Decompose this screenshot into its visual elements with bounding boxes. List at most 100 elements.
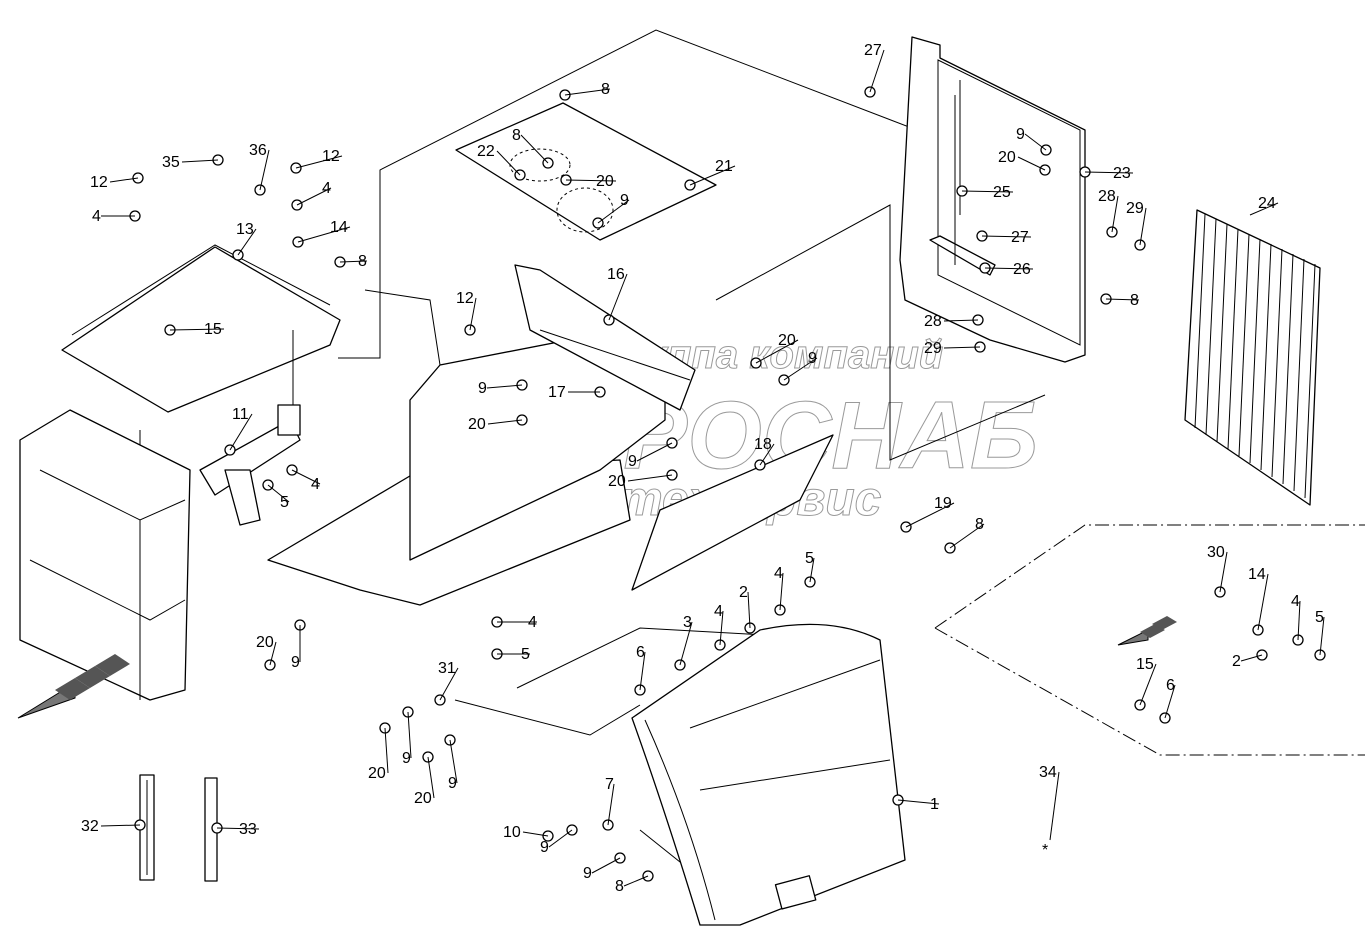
callout-15: 15 [204,321,222,338]
direction-arrow-icon-detail [1117,616,1177,646]
callout-36: 36 [249,142,267,159]
callout-9: 9 [448,775,457,792]
leader-line [564,88,611,96]
leader-line [755,339,799,364]
leader-line [961,190,1014,193]
callout-4: 4 [322,180,331,197]
callout-34: 34 [1039,764,1057,781]
leader-line [759,443,775,466]
leader-line [1049,771,1060,841]
callout-3: 3 [683,614,692,631]
leader-line [384,727,389,774]
leader-line [487,419,523,425]
callout-20: 20 [256,634,274,651]
callout-5: 5 [805,550,814,567]
seal-strip-32 [139,774,155,881]
leader-line [905,502,955,528]
leader-line [719,610,724,646]
callout-21: 21 [715,158,733,175]
leader-line [1249,202,1279,216]
callout-15: 15 [1136,656,1154,673]
leader-line [981,235,1032,238]
callout-18: 18 [754,436,772,453]
leader-line [949,523,985,549]
leader-line [296,187,332,206]
leader-line [109,177,139,183]
leader-line [679,621,693,666]
callout-26: 26 [1013,261,1031,278]
callout-2: 2 [1232,653,1241,670]
leader-line [943,319,979,322]
leader-line [639,651,646,691]
asterisk-marker: * [1042,842,1048,859]
leader-line [608,273,628,321]
callout-20: 20 [778,332,796,349]
grille-24 [1184,209,1321,506]
leader-line [297,226,351,243]
callout-12: 12 [456,290,474,307]
callout-29: 29 [924,340,942,357]
callout-20: 20 [998,149,1016,166]
leader-line [267,484,290,503]
leader-line [229,413,253,451]
callout-10: 10 [503,824,521,841]
callout-20: 20 [608,473,626,490]
callout-8: 8 [975,516,984,533]
leader-line [259,149,270,191]
callout-17: 17 [548,384,566,401]
callout-1: 1 [930,796,939,813]
frame-23 [899,36,1086,363]
callout-33: 33 [239,821,257,838]
leader-line [522,831,549,837]
leader-line [779,572,784,611]
leader-line [1319,616,1325,656]
leader-line [1219,551,1228,593]
callout-19: 19 [934,495,952,512]
callout-20: 20 [414,790,432,807]
leader-line [607,783,615,826]
panel-18 [631,434,834,591]
leader-line [548,829,573,848]
callout-14: 14 [1248,566,1266,583]
callout-35: 35 [162,154,180,171]
callout-5: 5 [521,646,530,663]
leader-line [181,159,219,163]
leader-line [339,260,368,263]
callout-4: 4 [774,565,783,582]
door-panel-1 [631,623,906,926]
callout-11: 11 [232,406,249,423]
callout-9: 9 [291,654,300,671]
callout-32: 32 [81,818,99,835]
leader-line [169,328,225,331]
callout-31: 31 [438,660,456,677]
leader-line [597,199,630,224]
leader-line [1139,207,1147,246]
leader-line [1111,195,1119,233]
callout-9: 9 [620,192,629,209]
callout-9: 9 [583,865,592,882]
callout-4: 4 [714,603,723,620]
callout-5: 5 [1315,609,1324,626]
leader-line [100,824,141,827]
leader-line [1084,171,1134,174]
leader-line [520,134,549,164]
callout-14: 14 [330,219,348,236]
leader-line [747,591,751,629]
callout-20: 20 [468,416,486,433]
leader-line [439,667,459,701]
callout-4: 4 [528,614,537,631]
callout-27: 27 [1011,229,1029,246]
leader-line [1105,298,1140,301]
detail-boundary [934,524,1365,629]
callout-9: 9 [628,453,637,470]
leader-line [869,49,885,93]
callout-24: 24 [1258,195,1276,212]
leader-line [486,384,523,389]
leader-line [269,641,277,666]
callout-8: 8 [512,127,521,144]
leader-line [469,297,477,331]
leader-line [689,165,736,186]
leader-line [1017,156,1046,171]
callout-9: 9 [478,380,487,397]
